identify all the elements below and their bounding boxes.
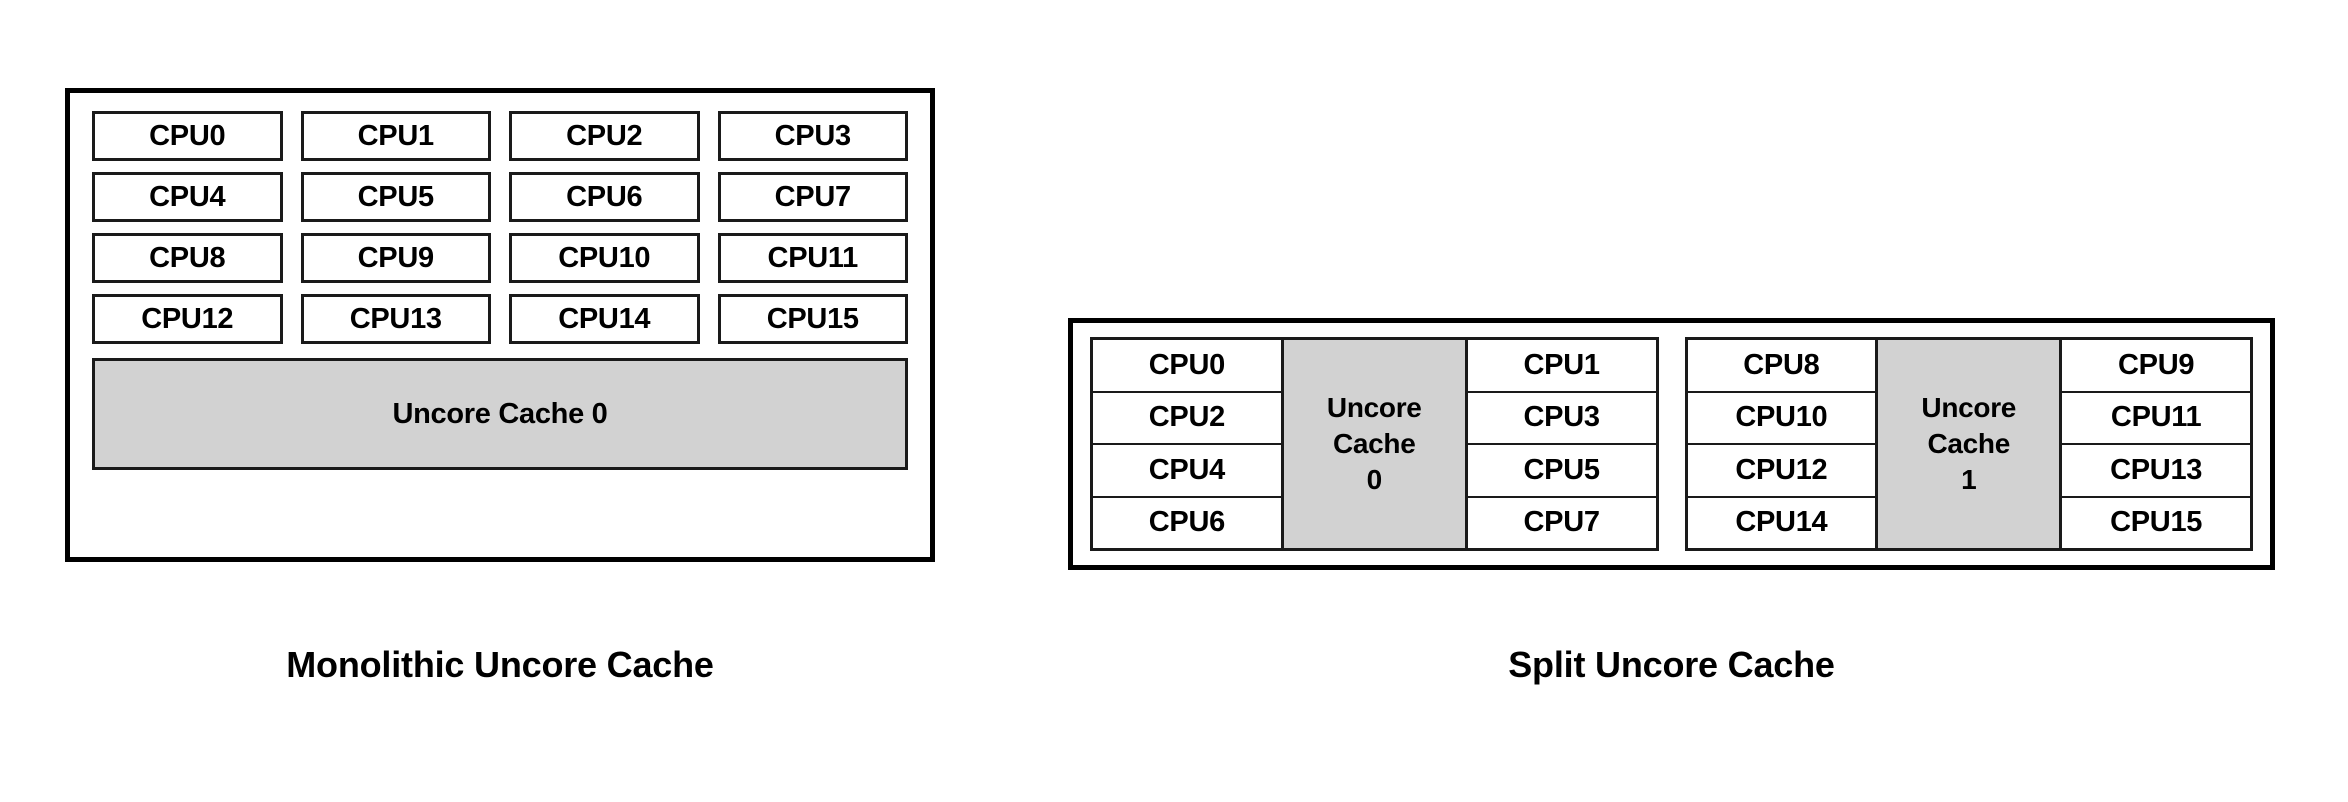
cpu-box: CPU7 [717,172,908,222]
cpu-box: CPU11 [2062,393,2250,445]
cpu-box: CPU11 [717,233,908,283]
cpu-box: CPU15 [717,294,908,344]
cpu-box: CPU13 [2062,445,2250,498]
monolithic-diagram-container: CPU0 CPU1 CPU2 CPU3 CPU4 CPU5 CPU6 CPU7 … [65,88,935,562]
cpu-box: CPU5 [300,172,491,222]
cpu-box: CPU2 [509,111,700,161]
cpu-box: CPU7 [1523,506,1600,539]
monolithic-caption: Monolithic Uncore Cache [286,644,714,685]
uncore-cache-label-line3: 1 [1961,463,1977,495]
cpu-box: CPU1 [300,111,491,161]
uncore-cache-box: Uncore Cache 1 [1875,340,2063,548]
cluster-0-left-cpu-column: CPU0 CPU2 CPU4 CPU6 [1093,340,1281,548]
cpu-box: CPU2 [1093,393,1281,445]
cpu-box: CPU6 [509,172,700,222]
cpu-box: CPU10 [509,233,700,283]
cpu-box: CPU4 [92,172,283,222]
cpu-box: CPU4 [1093,445,1281,498]
cpu-box: CPU9 [2062,340,2250,393]
cpu-box: CPU5 [1467,445,1656,498]
cluster-1: CPU8 CPU10 CPU12 CPU14 Uncore Cache 1 CP… [1684,337,2253,551]
cpu-box: CPU3 [1467,393,1656,445]
split-caption: Split Uncore Cache [1508,644,1835,685]
uncore-cache-box: Uncore Cache 0 [1280,340,1468,548]
cluster-0: CPU0 CPU2 CPU4 CPU6 Uncore Cache 0 CPU1 … [1090,337,1659,551]
cpu-box: CPU10 [1687,393,1876,445]
cluster-1-right-cpu-column: CPU9 CPU11 CPU13 CPU15 [2062,340,2250,548]
cpu-box: CPU12 [1687,445,1876,498]
uncore-cache-label-line1: Uncore [1921,392,2017,424]
uncore-cache-label-line1: Uncore [1326,392,1422,424]
cpu-box: CPU0 [1093,340,1281,393]
uncore-cache-label-line2: Cache [1927,428,2011,460]
monolithic-inner-layout: CPU0 CPU1 CPU2 CPU3 CPU4 CPU5 CPU6 CPU7 … [92,111,908,539]
cpu-box: CPU0 [92,111,283,161]
cpu-box: CPU13 [300,294,491,344]
split-inner-layout: CPU0 CPU2 CPU4 CPU6 Uncore Cache 0 CPU1 … [1090,337,2253,551]
cpu-box: CPU8 [92,233,283,283]
cpu-box: CPU14 [509,294,700,344]
cpu-box: CPU1 [1467,340,1656,393]
cpu-box: CPU8 [1687,340,1876,393]
cluster-0-right-cpu-column: CPU1 CPU3 CPU5 CPU7 [1467,340,1656,548]
split-diagram-container: CPU0 CPU2 CPU4 CPU6 Uncore Cache 0 CPU1 … [1068,318,2275,570]
monolithic-cpu-grid: CPU0 CPU1 CPU2 CPU3 CPU4 CPU5 CPU6 CPU7 … [92,111,908,344]
cluster-1-left-cpu-column: CPU8 CPU10 CPU12 CPU14 [1687,340,1876,548]
cpu-box: CPU15 [2110,506,2203,539]
uncore-cache-label-line3: 0 [1366,463,1383,495]
cpu-box: CPU6 [1148,506,1225,539]
cpu-box: CPU9 [300,233,491,283]
uncore-cache-box: Uncore Cache 0 [92,358,908,470]
cpu-box: CPU14 [1735,506,1828,539]
cpu-box: CPU12 [92,294,283,344]
cpu-box: CPU3 [717,111,908,161]
uncore-cache-label-line2: Cache [1332,428,1416,460]
